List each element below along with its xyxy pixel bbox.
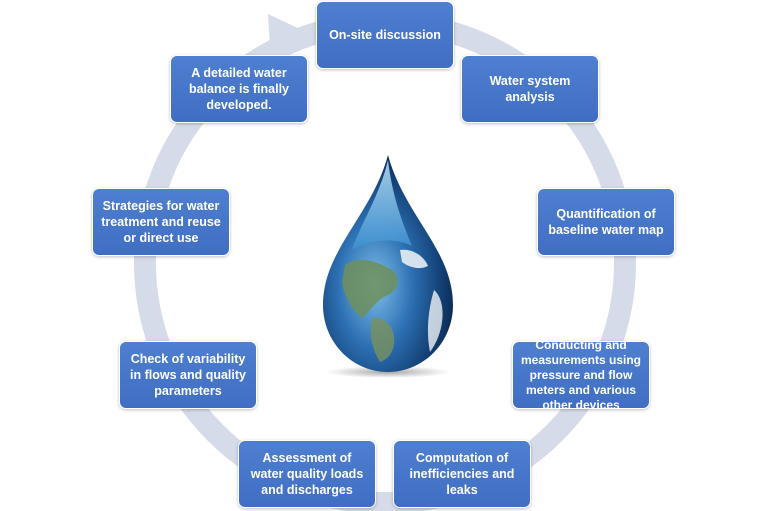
step-baseline-water-map: Quantification of baseline water map	[537, 188, 675, 256]
step-label: Conducting and measurements using pressu…	[520, 337, 642, 412]
step-label: Check of variability in flows and qualit…	[130, 352, 246, 398]
step-label: A detailed water balance is finally deve…	[188, 66, 290, 112]
step-water-quality-assessment: Assessment of water quality loads and di…	[238, 440, 376, 508]
step-label: Strategies for water treatment and reuse…	[101, 199, 221, 245]
step-label: Quantification of baseline water map	[548, 207, 664, 237]
step-label: Computation of inefficiencies and leaks	[409, 451, 515, 497]
step-variability-check: Check of variability in flows and qualit…	[119, 341, 257, 409]
cycle-arrowhead-icon	[268, 14, 302, 48]
step-treatment-strategies: Strategies for water treatment and reuse…	[92, 188, 230, 256]
step-label: On-site discussion	[329, 28, 441, 42]
step-measurements: Conducting and measurements using pressu…	[512, 338, 650, 412]
step-water-system-analysis: Water system analysis	[461, 55, 599, 123]
step-label: Assessment of water quality loads and di…	[250, 451, 364, 497]
step-label: Water system analysis	[489, 74, 571, 104]
step-inefficiencies-leaks: Computation of inefficiencies and leaks	[393, 440, 531, 508]
water-drop-earth-icon	[323, 155, 453, 378]
step-on-site-discussion: On-site discussion	[316, 1, 454, 69]
step-water-balance: A detailed water balance is finally deve…	[170, 55, 308, 123]
